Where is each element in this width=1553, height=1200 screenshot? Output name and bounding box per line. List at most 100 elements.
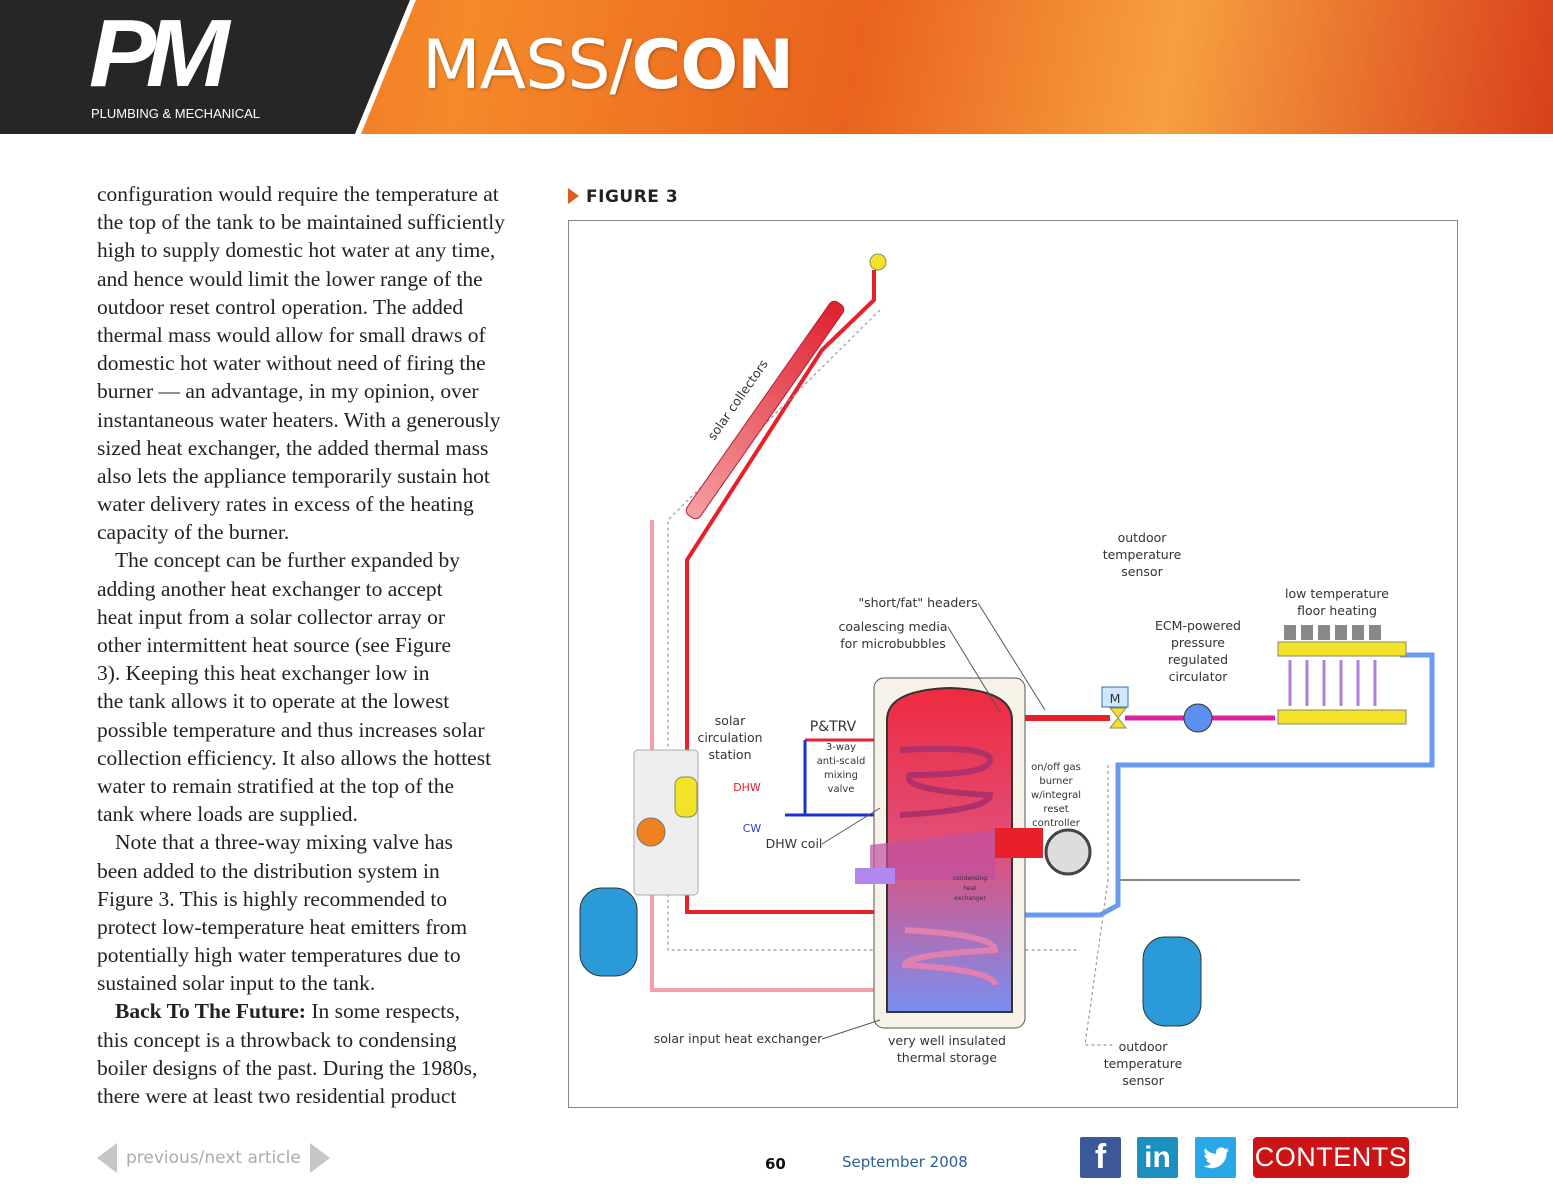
figure-title-text: FIGURE 3 — [586, 187, 679, 207]
text-line-content: 3). Keeping this heat exchanger low in — [97, 661, 430, 686]
floor-loops — [1288, 660, 1377, 706]
text-line-content: configuration would require the temperat… — [97, 182, 499, 206]
label-dhw-coil: DHW coil — [766, 836, 823, 851]
condensing-hx — [870, 830, 995, 880]
text-line-content: and hence would limit the lower range of… — [97, 266, 483, 291]
text-line-content: thermal mass would allow for small draws… — [97, 322, 486, 347]
label-dhw: DHW — [733, 781, 761, 794]
return-manifold — [1277, 709, 1407, 725]
text-line-content: domestic hot water without need of firin… — [97, 351, 486, 376]
triangle-bullet-icon — [568, 188, 579, 204]
pm-logo[interactable]: PM — [88, 0, 230, 107]
twitter-bird-icon — [1203, 1147, 1230, 1169]
text-line-content: instantaneous water heaters. With a gene… — [97, 407, 501, 432]
text-line: boiler designs of the past. During the 1… — [97, 1054, 527, 1082]
text-line-content: the top of the tank to be maintained suf… — [97, 210, 505, 235]
label-coalescing: coalescing media — [839, 619, 948, 634]
label-cw: CW — [743, 822, 762, 835]
text-line-content: Figure 3. This is highly recommended to — [97, 886, 448, 911]
text-line-content: other intermittent heat source (see Figu… — [97, 633, 452, 657]
text-line: Note that a three-way mixing valve has — [97, 828, 527, 856]
label-coalescing: for microbubbles — [840, 636, 946, 651]
label-burner: on/off gas — [1031, 762, 1081, 773]
figure-title: FIGURE 3 — [568, 187, 678, 207]
text-line: water to remain stratified at the top of… — [97, 772, 527, 800]
label-solar-station: circulation — [697, 730, 762, 745]
text-line-content: heat input from a solar collector array … — [97, 604, 446, 629]
figure-diagram: M solar collectors outdoor temperature s… — [568, 220, 1458, 1108]
label-storage: very well insulated — [888, 1033, 1006, 1048]
text-line: configuration would require the temperat… — [97, 180, 527, 208]
logo-subtitle: PLUMBING & MECHANICAL — [91, 106, 261, 121]
text-line: adding another heat exchanger to accept — [97, 575, 527, 603]
masthead-dark-panel — [0, 0, 410, 134]
text-line-content: tank where loads are supplied. — [97, 802, 358, 827]
next-arrow-icon[interactable] — [309, 1143, 330, 1173]
text-line: water delivery rates in excess of the he… — [97, 490, 527, 518]
text-line: Back To The Future: In some respects, — [97, 997, 527, 1025]
section-title: MASS/CON — [422, 32, 794, 100]
text-line-content: possible temperature and thus increases … — [97, 717, 485, 742]
label-floor-heating: floor heating — [1297, 603, 1377, 618]
prev-next-nav[interactable]: previous/next article — [97, 1143, 330, 1173]
label-condensing-hx: condensing — [953, 875, 988, 882]
label-outdoor-sensor-top: sensor — [1121, 564, 1163, 579]
label-outdoor-sensor-bottom: outdoor — [1119, 1039, 1169, 1054]
text-line: domestic hot water without need of firin… — [97, 349, 527, 377]
supply-manifold — [1277, 641, 1407, 657]
text-line: high to supply domestic hot water at any… — [97, 236, 527, 264]
text-line-content: also lets the appliance temporarily sust… — [97, 463, 490, 488]
motor-box — [1101, 686, 1129, 708]
text-line: protect low-temperature heat emitters fr… — [97, 913, 527, 941]
text-line-content: this concept is a throwback to condensin… — [97, 1027, 457, 1052]
label-solar-station: solar — [715, 713, 746, 728]
dhw-coil — [899, 745, 994, 818]
text-line-content: water delivery rates in excess of the he… — [97, 492, 474, 517]
text-line-content: The concept can be further expanded by — [115, 548, 461, 573]
issue-date: September 2008 — [842, 1153, 968, 1171]
nav-label[interactable]: previous/next article — [126, 1148, 301, 1168]
air-vent-icon — [869, 253, 887, 271]
contents-button[interactable]: CONTENTS — [1253, 1137, 1409, 1178]
label-ecm: ECM-powered — [1155, 618, 1241, 633]
solar-supply-pipe — [685, 270, 887, 914]
label-ecm: circulator — [1169, 669, 1229, 684]
linkedin-icon[interactable]: in — [1137, 1137, 1178, 1178]
previous-arrow-icon[interactable] — [97, 1143, 117, 1173]
text-line: instantaneous water heaters. With a gene… — [97, 406, 527, 434]
twitter-icon[interactable] — [1195, 1137, 1236, 1178]
text-line-content: burner — an advantage, in my opinion, ov… — [97, 379, 479, 404]
label-headers: "short/fat" headers — [858, 595, 977, 610]
air-separator — [674, 776, 698, 818]
circulator-icon — [1183, 703, 1213, 733]
label-outdoor-sensor-top: outdoor — [1118, 530, 1168, 545]
text-line-content: the tank allows it to operate at the low… — [97, 689, 450, 714]
text-line-content: been added to the distribution system in — [97, 858, 440, 883]
text-line-content: collection efficiency. It also allows th… — [97, 745, 492, 770]
text-line: burner — an advantage, in my opinion, ov… — [97, 377, 527, 405]
text-line: there were at least two residential prod… — [97, 1082, 527, 1110]
pump-icon — [636, 817, 666, 847]
leader-lines — [821, 602, 1046, 1040]
label-outdoor-sensor-top: temperature — [1103, 547, 1182, 562]
label-ecm: regulated — [1168, 652, 1228, 667]
text-line: collection efficiency. It also allows th… — [97, 744, 527, 772]
solar-return-pipe — [650, 520, 887, 992]
text-line: potentially high water temperatures due … — [97, 941, 527, 969]
burner-icon — [1044, 828, 1092, 876]
label-burner: burner — [1039, 776, 1073, 787]
text-line: tank where loads are supplied. — [97, 800, 527, 828]
condensate-box — [855, 868, 895, 884]
section-title-light: MASS/ — [422, 26, 632, 105]
text-line: also lets the appliance temporarily sust… — [97, 462, 527, 490]
text-line: The concept can be further expanded by — [97, 546, 527, 574]
motor-label: M — [1110, 691, 1121, 706]
label-mixing-valve: anti-scald — [817, 756, 866, 767]
text-line: thermal mass would allow for small draws… — [97, 321, 527, 349]
text-line: possible temperature and thus increases … — [97, 716, 527, 744]
text-line-content: high to supply domestic hot water at any… — [97, 238, 496, 263]
label-storage: thermal storage — [897, 1050, 998, 1065]
facebook-icon[interactable]: f — [1080, 1137, 1121, 1178]
solar-collector — [685, 300, 845, 520]
text-line: other intermittent heat source (see Figu… — [97, 631, 527, 659]
